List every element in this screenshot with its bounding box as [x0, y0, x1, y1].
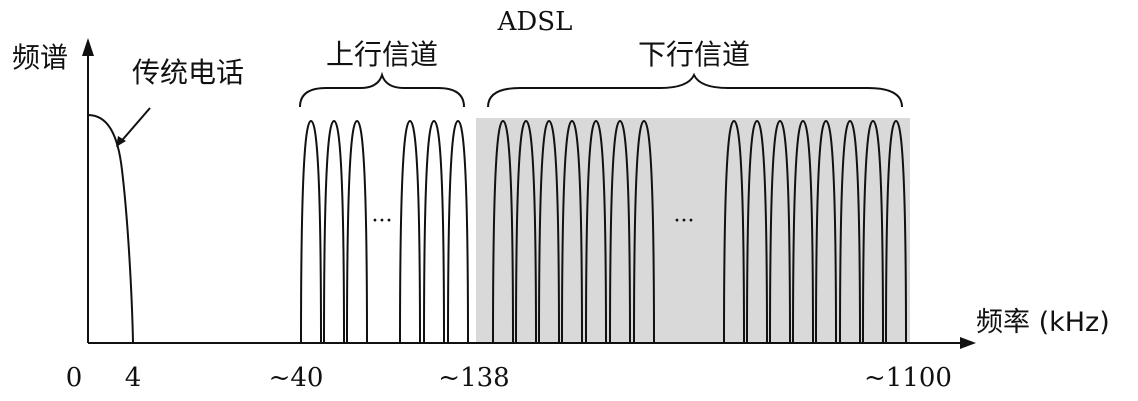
carrier-curve [885, 119, 907, 344]
voice-spectrum-curve [87, 114, 134, 343]
carrier-curve [815, 119, 837, 344]
upstream-brace [299, 71, 465, 108]
carrier-curve [585, 119, 607, 344]
voice-pointer-line [117, 107, 151, 146]
carrier-curve [399, 119, 421, 344]
carrier-curve [792, 119, 814, 344]
voice-pointer-arrowhead [116, 136, 126, 147]
carrier-curve [862, 119, 884, 344]
carrier-curve [447, 119, 469, 344]
voice-label: 传统电话 [132, 56, 244, 89]
carrier-curve [515, 119, 537, 344]
carrier-curve [746, 119, 768, 344]
downstream-brace [487, 72, 903, 108]
upstream-ellipsis: ··· [372, 209, 393, 234]
tick-label-4: 4 [125, 363, 142, 393]
downstream-ellipsis: ··· [674, 209, 695, 234]
diagram-title: ADSL [497, 7, 573, 37]
carrier-curve [492, 119, 514, 344]
x-axis-label: 频率 (kHz) [976, 307, 1110, 338]
y-axis-arrow [82, 38, 94, 56]
x-axis-arrow [960, 337, 976, 349]
carrier-curve [839, 119, 861, 344]
upstream-label: 上行信道 [326, 38, 438, 71]
carrier-curve [633, 119, 655, 344]
carrier-curves-group [300, 119, 907, 344]
downstream-label: 下行信道 [638, 38, 750, 71]
carrier-curve [723, 119, 745, 344]
carrier-curve [538, 119, 560, 344]
carrier-curve [609, 119, 631, 344]
downstream-shaded-band [476, 118, 910, 343]
tick-label-40: ~40 [269, 363, 324, 393]
carrier-curve [423, 119, 445, 344]
carrier-curve [346, 119, 368, 344]
carrier-curve [323, 119, 345, 344]
carrier-curve [561, 119, 583, 344]
tick-label-138: ~138 [438, 363, 509, 393]
carrier-curve [769, 119, 791, 344]
y-axis-label: 频谱 [12, 41, 68, 74]
carrier-curve [300, 119, 322, 344]
tick-label-0: 0 [66, 363, 83, 393]
tick-label-1100: ~1100 [864, 363, 952, 393]
